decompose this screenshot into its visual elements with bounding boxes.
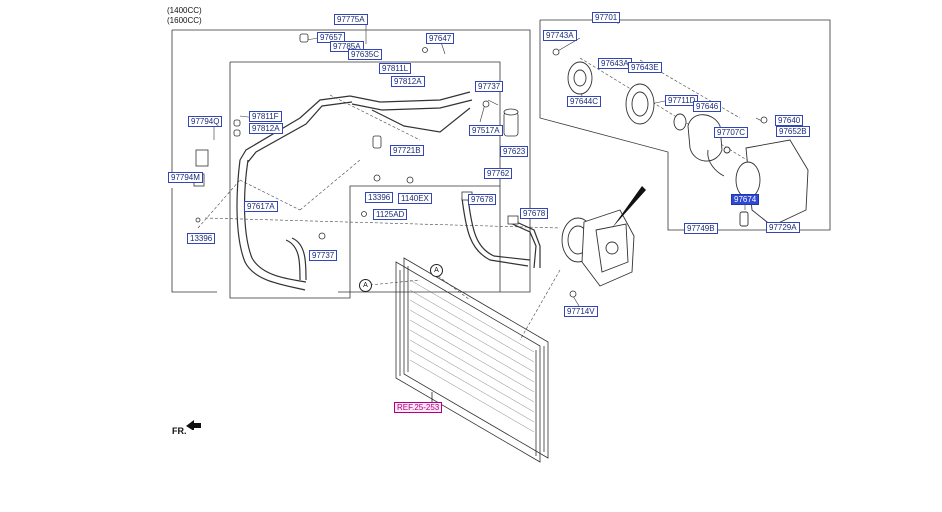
part-label-97623[interactable]: 97623 <box>500 146 529 157</box>
part-label-97729A[interactable]: 97729A <box>766 222 800 233</box>
part-label-97701[interactable]: 97701 <box>592 12 621 23</box>
part-label-97714V[interactable]: 97714V <box>564 306 598 317</box>
part-label-97643A[interactable]: 97643A <box>598 58 632 69</box>
part-label-97517A[interactable]: 97517A <box>469 125 503 136</box>
part-label-13396-mid[interactable]: 13396 <box>365 192 394 203</box>
part-label-97737-low[interactable]: 97737 <box>309 250 338 261</box>
group-frames <box>171 19 831 299</box>
part-label-97812A-left[interactable]: 97812A <box>249 123 283 134</box>
part-label-97743A[interactable]: 97743A <box>543 30 577 41</box>
callout-lines <box>213 17 765 307</box>
part-label-97711D[interactable]: 97711D <box>665 95 699 106</box>
engine-variant-1: (1400CC) <box>167 6 202 15</box>
part-label-97646[interactable]: 97646 <box>693 101 722 112</box>
part-label-97785A[interactable]: 97785A <box>330 41 364 52</box>
part-label-97678-b[interactable]: 97678 <box>520 208 549 219</box>
part-label-97647[interactable]: 97647 <box>426 33 455 44</box>
part-label-97811L[interactable]: 97811L <box>379 63 412 74</box>
part-label-97811F[interactable]: 97811F <box>249 111 282 122</box>
part-label-97812A-top[interactable]: 97812A <box>391 76 425 87</box>
part-label-97737-top[interactable]: 97737 <box>475 81 504 92</box>
part-label-97643E[interactable]: 97643E <box>628 62 662 73</box>
reference-label[interactable]: REF.25-253 <box>394 402 443 413</box>
part-label-97635C[interactable]: 97635C <box>348 49 383 60</box>
part-label-97794Q[interactable]: 97794Q <box>188 116 223 127</box>
part-label-97674[interactable]: 97674 <box>731 194 760 205</box>
part-label-97617A[interactable]: 97617A <box>244 201 278 212</box>
part-label-1125AD[interactable]: 1125AD <box>373 209 408 220</box>
part-label-97652B[interactable]: 97652B <box>776 126 810 137</box>
part-label-97707C[interactable]: 97707C <box>714 127 749 138</box>
part-label-97794M[interactable]: 97794M <box>168 172 203 183</box>
part-label-13396-left[interactable]: 13396 <box>187 233 216 244</box>
part-label-97721B[interactable]: 97721B <box>390 145 424 156</box>
part-label-1140EX[interactable]: 1140EX <box>398 193 432 204</box>
part-label-97644C[interactable]: 97644C <box>567 96 602 107</box>
part-label-97762[interactable]: 97762 <box>484 168 513 179</box>
part-label-97775A[interactable]: 97775A <box>334 14 368 25</box>
part-label-97678-a[interactable]: 97678 <box>468 194 497 205</box>
condenser <box>395 257 549 463</box>
front-arrow-icon <box>186 420 201 430</box>
ac-pipes <box>236 91 541 291</box>
fittings <box>193 33 768 298</box>
connection-marker-a-left: A <box>359 279 372 292</box>
part-label-97640[interactable]: 97640 <box>775 115 804 126</box>
part-label-97749B[interactable]: 97749B <box>684 223 718 234</box>
connection-marker-a-right: A <box>430 264 443 277</box>
compressor-main <box>561 209 635 287</box>
compressor-pointer <box>612 186 646 228</box>
compressor-parts <box>567 61 809 227</box>
engine-variant-2: (1600CC) <box>167 16 202 25</box>
front-direction-label: FR. <box>172 426 187 436</box>
